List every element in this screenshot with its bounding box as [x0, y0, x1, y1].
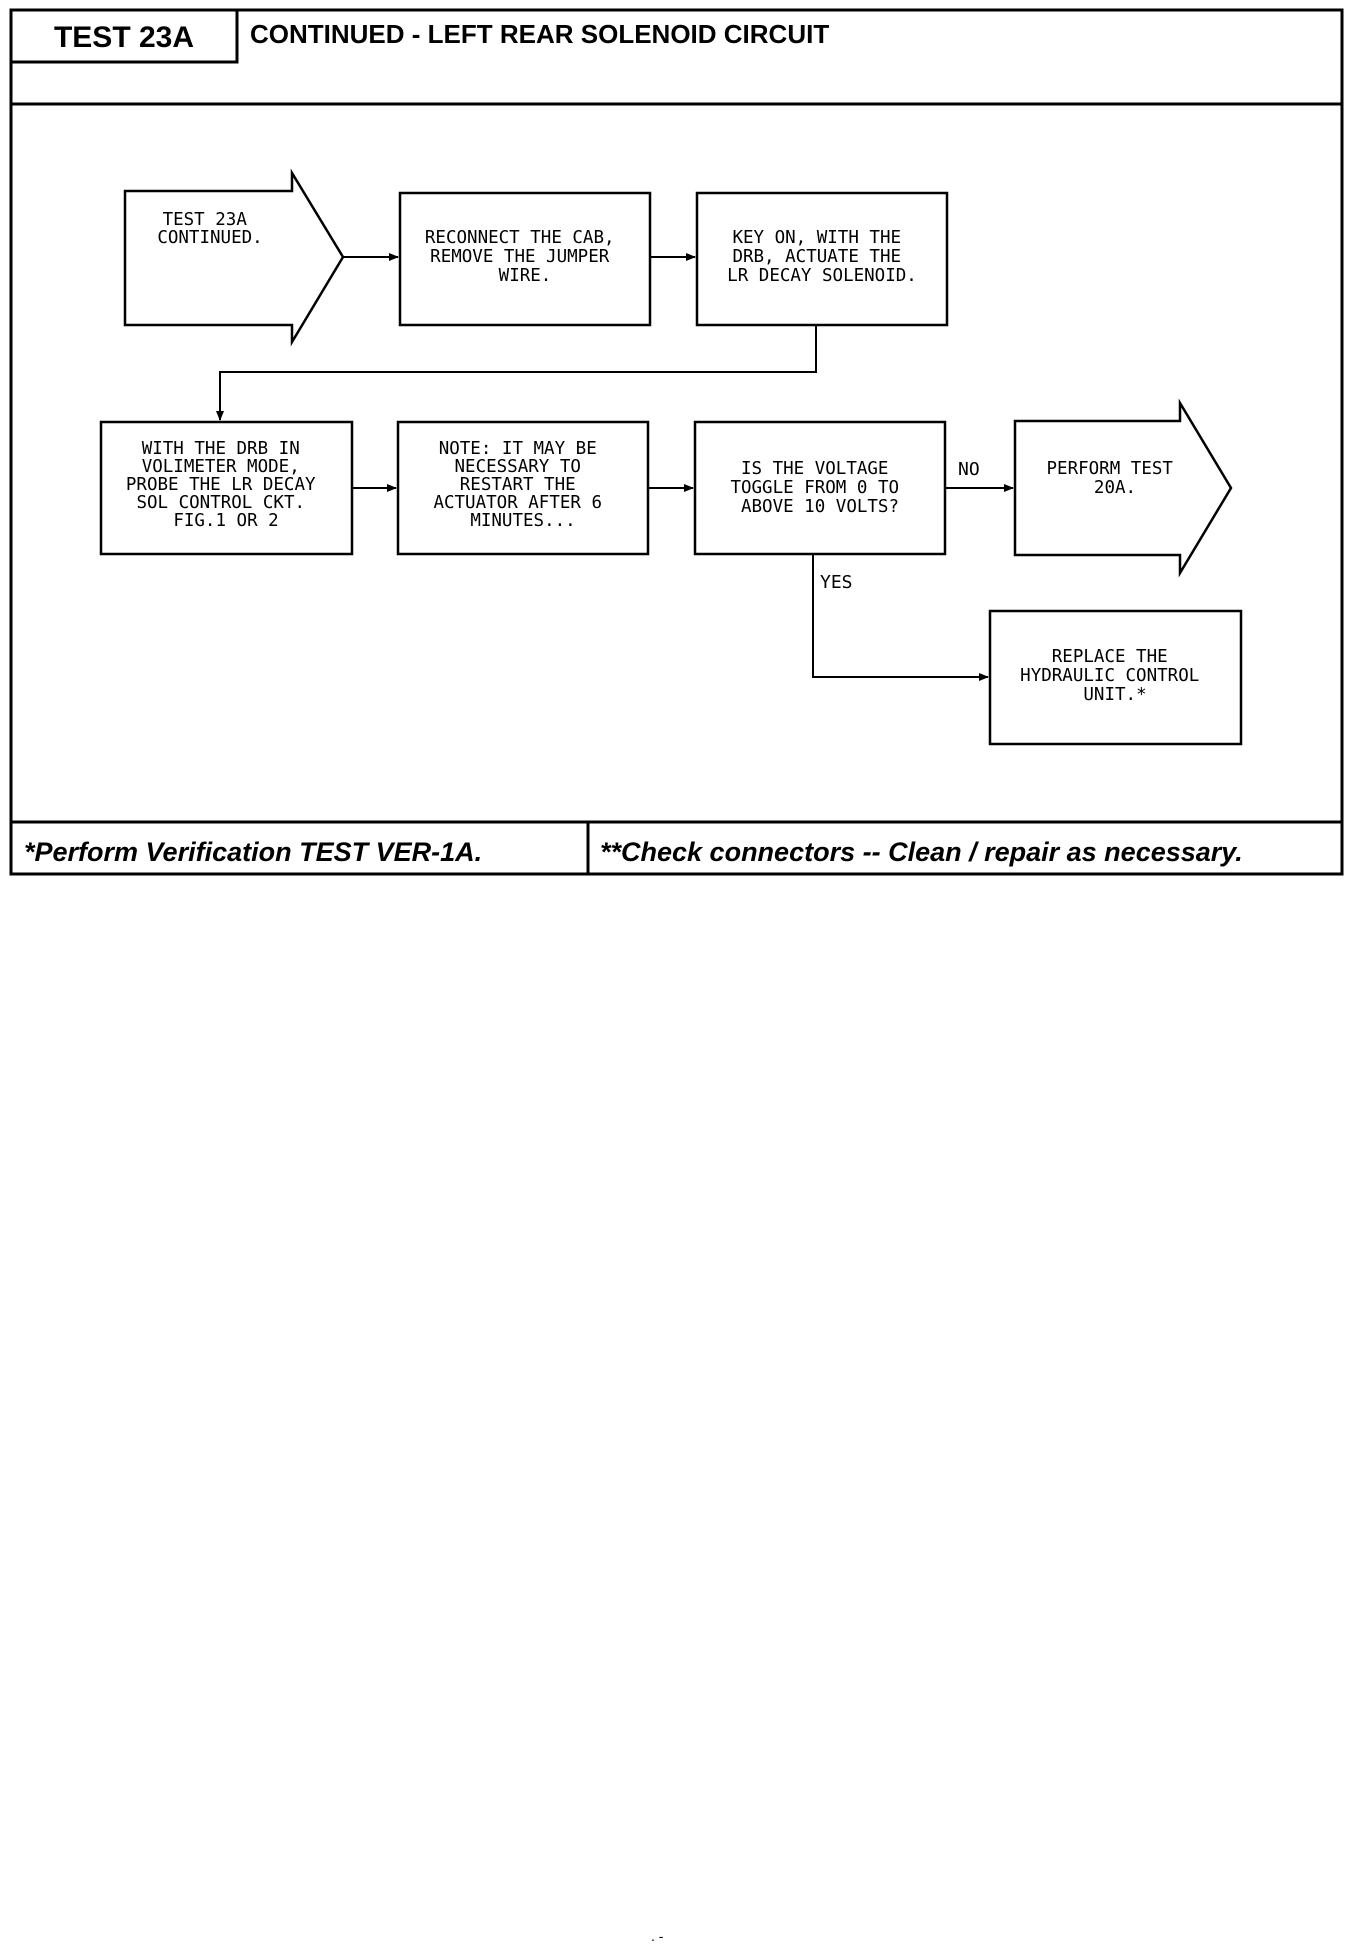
start-arrow-box: [123, 168, 345, 347]
reconnect-box: [398, 191, 652, 327]
connector-key-on-to-probe: [216, 325, 817, 421]
header-title: CONTINUED - LEFT REAR SOLENOID CIRCUIT: [250, 19, 829, 49]
replace-node-text: REPLACE THE HYDRAULIC CONTROL UNIT.*: [1020, 647, 1210, 705]
key-on-node-text: KEY ON, WITH THE DRB, ACTUATE THE LR DEC…: [727, 228, 917, 286]
reconnect-node-text: RECONNECT THE CAB, REMOVE THE JUMPER WIR…: [425, 228, 625, 286]
connector-question-yes: [812, 554, 989, 681]
perform-arrow-box: [1013, 398, 1233, 578]
footer-left-note: *Perform Verification TEST VER-1A.: [24, 837, 482, 867]
diagnostic-flowchart: TEST 23A CONTINUED - LEFT REAR SOLENOID …: [9, 8, 1344, 876]
branch-label-no: NO: [958, 459, 980, 480]
replace-box: [988, 609, 1243, 746]
page-mark: . -: [651, 1928, 664, 1944]
perform-node-text: PERFORM TEST 20A.: [1047, 459, 1184, 498]
question-node-text: IS THE VOLTAGE TOGGLE FROM 0 TO ABOVE 10…: [730, 459, 909, 517]
start-node-text: TEST 23A CONTINUED.: [157, 210, 262, 248]
key-on-box: [695, 191, 949, 327]
header-test-label: TEST 23A: [54, 21, 194, 54]
header-test-box: [9, 8, 239, 64]
outer-frame: [9, 8, 1344, 876]
note-node-text: NOTE: IT MAY BE NECESSARY TO RESTART THE…: [433, 439, 612, 531]
probe-node-text: WITH THE DRB IN VOLIMETER MODE, PROBE TH…: [126, 439, 326, 531]
branch-label-yes: YES: [820, 572, 853, 593]
footer-right-note: **Check connectors -- Clean / repair as …: [600, 837, 1243, 867]
